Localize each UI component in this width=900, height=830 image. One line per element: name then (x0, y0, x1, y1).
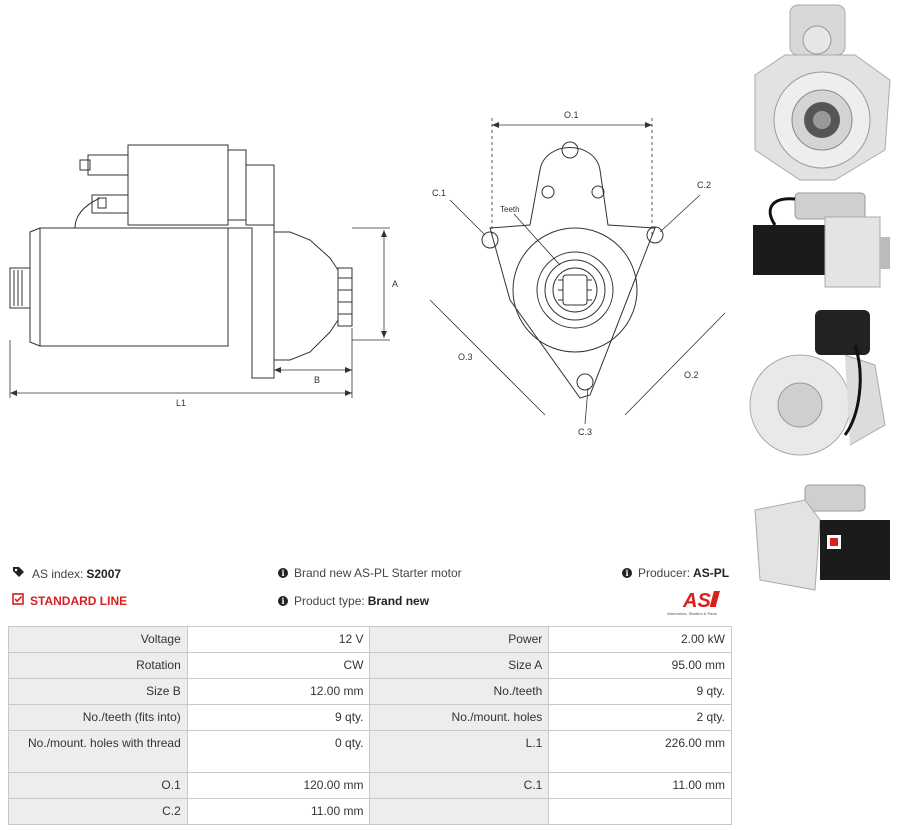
dimension-label-c3: C.3 (578, 427, 592, 437)
product-description: i Brand new AS-PL Starter motor (278, 566, 462, 580)
spec-name-cell: No./mount. holes (369, 704, 550, 731)
spec-name-cell: Rotation (8, 652, 188, 679)
spec-name-cell: Size A (369, 652, 550, 679)
dimension-label-o2: O.2 (684, 370, 699, 380)
spec-name-cell: C.2 (8, 798, 188, 825)
product-photo-rear[interactable] (745, 305, 895, 470)
dimension-label-a: A (392, 279, 398, 289)
spec-value-cell (548, 798, 732, 825)
svg-text:Alternators, Starters & Parts: Alternators, Starters & Parts (667, 611, 717, 616)
product-info: AS index: S2007 STANDARD LINE i Brand ne… (10, 562, 740, 622)
tags-icon (12, 566, 26, 581)
dimension-label-c2: C.2 (697, 180, 711, 190)
spec-value-cell: 11.00 mm (548, 772, 732, 799)
info-icon: i (278, 596, 288, 606)
spec-name-cell: Size B (8, 678, 188, 705)
spec-value-cell: 12 V (186, 626, 371, 653)
spec-value-cell: 9 qty. (548, 678, 732, 705)
spec-value-cell: 2 qty. (548, 704, 732, 731)
svg-text:AS: AS (682, 590, 711, 612)
standard-line-badge: STANDARD LINE (12, 593, 127, 608)
product-photo-side[interactable] (745, 185, 895, 305)
dimension-label-b: B (314, 375, 320, 385)
spec-name-cell: C.1 (369, 772, 550, 799)
spec-name-cell (369, 798, 550, 825)
dimension-label-c1: C.1 (432, 188, 446, 198)
spec-value-cell: 11.00 mm (186, 798, 371, 825)
dimension-label-teeth: Teeth (500, 205, 520, 214)
product-photos (745, 0, 900, 600)
spec-value-cell: 9 qty. (186, 704, 371, 731)
info-icon: i (622, 568, 632, 578)
spec-name-cell: L.1 (369, 730, 550, 773)
spec-name-cell: Power (369, 626, 550, 653)
dimension-label-l1: L1 (176, 398, 186, 408)
info-icon: i (278, 568, 288, 578)
spec-value-cell: 226.00 mm (548, 730, 732, 773)
spec-name-cell: No./teeth (369, 678, 550, 705)
as-index: AS index: S2007 (12, 566, 121, 581)
spec-name-cell: No./teeth (fits into) (8, 704, 188, 731)
spec-name-cell: No./mount. holes with thread (8, 730, 188, 773)
spec-value-cell: 120.00 mm (186, 772, 371, 799)
spec-value-cell: 12.00 mm (186, 678, 371, 705)
spec-value-cell: 0 qty. (186, 730, 371, 773)
check-square-icon (12, 593, 24, 608)
spec-name-cell: Voltage (8, 626, 188, 653)
dimension-label-o3: O.3 (458, 352, 473, 362)
spec-value-cell: 2.00 kW (548, 626, 732, 653)
product-photo-angle[interactable] (745, 480, 895, 600)
technical-drawing: L1 B A O.1 C.1 C.2 Teeth O.3 O.2 C.3 (9, 110, 726, 437)
spec-name-cell: O.1 (8, 772, 188, 799)
spec-value-cell: CW (186, 652, 371, 679)
spec-value-cell: 95.00 mm (548, 652, 732, 679)
product-photo-front[interactable] (745, 0, 895, 185)
producer: i Producer: AS-PL (622, 566, 729, 580)
as-pl-logo: AS Alternators, Starters & Parts (665, 587, 735, 617)
table-row: No./teeth (fits into)9 qty.No./mount. ho… (8, 704, 732, 731)
dimension-label-o1: O.1 (564, 110, 579, 120)
product-type: i Product type: Brand new (278, 594, 429, 608)
